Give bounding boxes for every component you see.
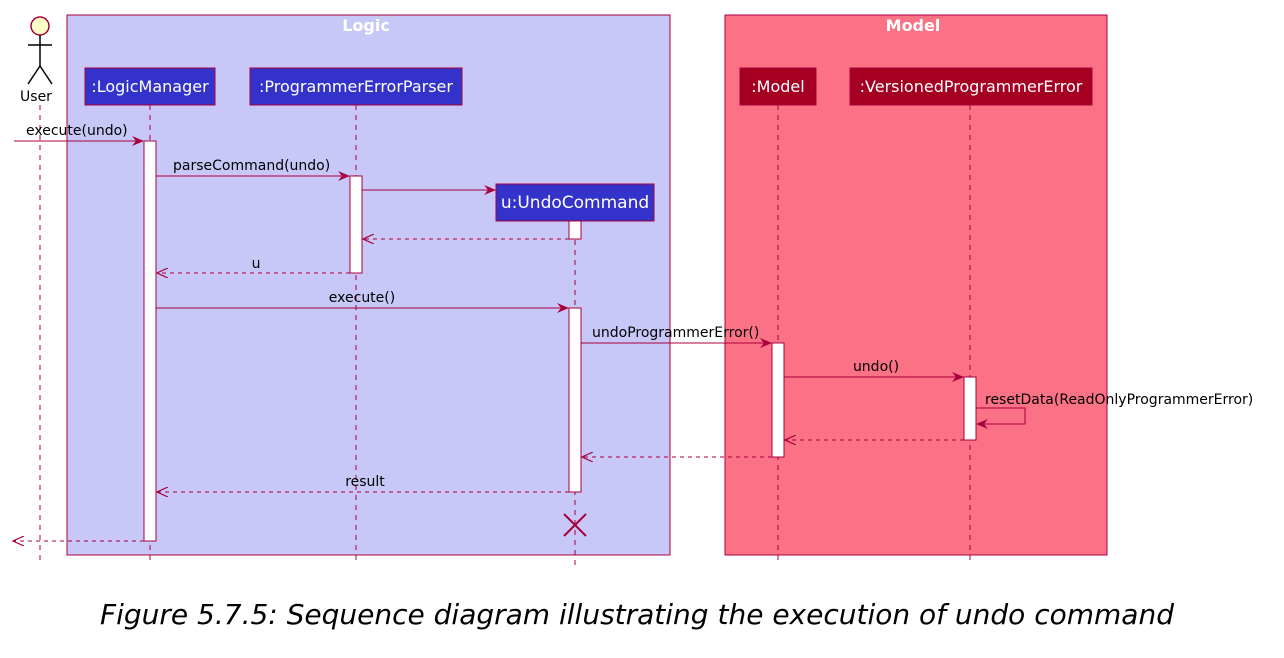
msg-result-label: result (345, 474, 385, 490)
msg-execute-label: execute() (329, 290, 395, 306)
participant-label: :ProgrammerErrorParser (259, 77, 453, 96)
destroy-x-icon (563, 513, 587, 537)
participant-label: :LogicManager (91, 77, 209, 96)
participant-label: u:UndoCommand (501, 193, 649, 213)
msg-return-u-label: u (252, 256, 261, 272)
msg-undo-label: undo() (853, 359, 899, 375)
actor-label: User (20, 89, 52, 105)
logic-group-title: Logic (342, 16, 390, 35)
model-group-title: Model (886, 16, 941, 35)
parser-activation (349, 175, 363, 274)
msg-reset-data-label: resetData(ReadOnlyProgrammerError) (985, 392, 1253, 408)
participant-parser: :ProgrammerErrorParser (249, 67, 463, 106)
model-activation (771, 342, 785, 458)
undo-command-activation (568, 307, 582, 493)
participant-versioned: :VersionedProgrammerError (849, 67, 1093, 106)
participant-undo-command: u:UndoCommand (495, 183, 655, 222)
logic-manager-activation (143, 140, 157, 542)
participant-model: :Model (739, 67, 817, 106)
figure-caption: Figure 5.7.5: Sequence diagram illustrat… (100, 598, 1174, 631)
user-actor: User (20, 16, 53, 105)
versioned-activation (963, 376, 977, 441)
msg-undo-programmer-error-label: undoProgrammerError() (592, 325, 759, 341)
participant-logic-manager: :LogicManager (84, 67, 216, 106)
participant-label: :Model (751, 77, 804, 96)
msg-parse-command-label: parseCommand(undo) (173, 158, 330, 174)
participant-label: :VersionedProgrammerError (860, 77, 1083, 96)
sequence-diagram: Logic Model User :LogicManager :Programm… (0, 14, 1253, 565)
msg-execute-undo-label: execute(undo) (26, 123, 128, 139)
undo-command-creation-activation (568, 220, 582, 240)
msg-reset-data-arrow (976, 407, 1026, 429)
actor-stick-figure-icon (27, 16, 53, 85)
